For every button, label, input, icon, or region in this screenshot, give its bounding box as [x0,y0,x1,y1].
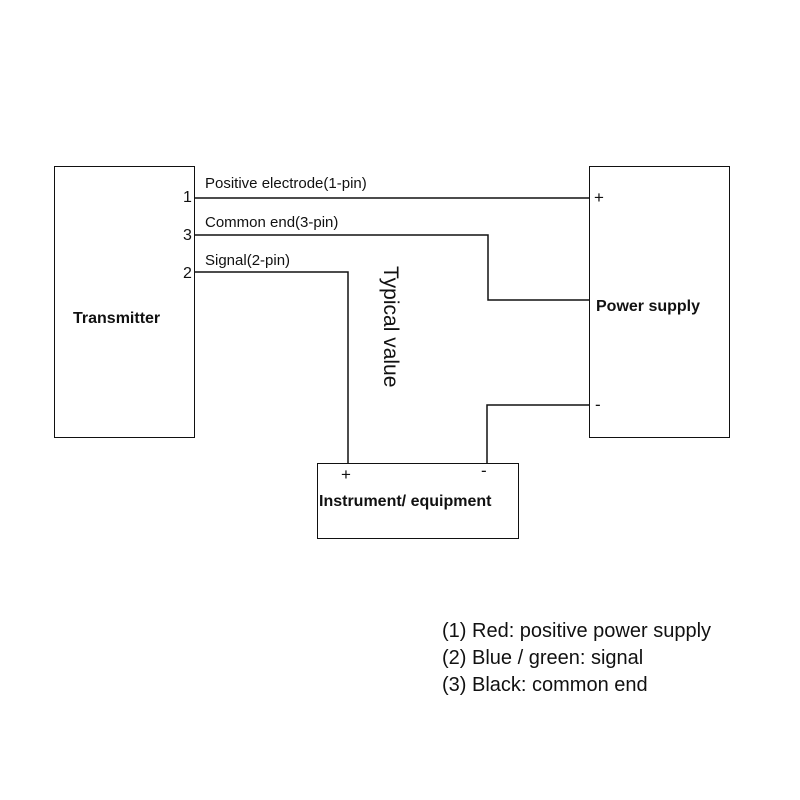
typical-value-note: Typical value [379,266,402,388]
wire-label-positive: Positive electrode(1-pin) [205,175,367,192]
instrument-box [317,463,519,539]
legend-item-blue-green: (2) Blue / green: signal [442,647,644,669]
power-supply-minus-terminal: - [595,395,601,414]
wire-common [195,234,589,301]
legend-item-red: (1) Red: positive power supply [442,620,712,642]
wire-color-legend: (1) Red: positive power supply (2) Blue … [442,618,711,699]
wire-label-signal: Signal(2-pin) [205,252,291,269]
power-supply-plus-terminal: + [594,188,604,207]
instrument-minus-terminal: - [481,461,487,480]
pin-number-2: 2 [183,265,192,282]
wire-signal [195,271,349,463]
wire-return [486,404,589,463]
instrument-plus-terminal: + [341,465,351,484]
transmitter-box [54,166,195,438]
transmitter-label: Transmitter [73,310,161,327]
wire-label-common: Common end(3-pin) [205,214,339,231]
pin-number-3: 3 [183,227,192,244]
power-supply-box [589,166,730,438]
legend-item-black: (3) Black: common end [442,674,648,696]
power-supply-label: Power supply [596,298,701,315]
instrument-label: Instrument/ equipment [319,493,492,510]
pin-number-1: 1 [183,189,192,206]
